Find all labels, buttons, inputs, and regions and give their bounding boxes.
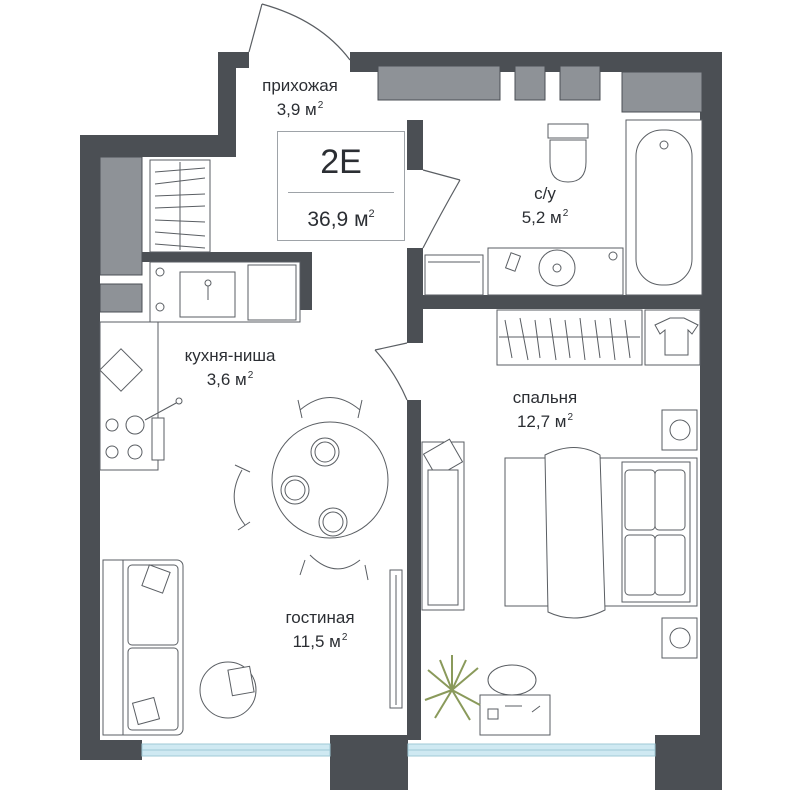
bedroom-furniture [421, 309, 701, 736]
windows [141, 743, 656, 757]
room-area: 11,5 м2 [292, 632, 348, 651]
storage-top-small-1 [514, 65, 546, 101]
dining-set [233, 397, 389, 581]
room-name: кухня-ниша [184, 346, 276, 365]
storage-blocks [99, 65, 703, 313]
storage-top-small-2 [559, 65, 601, 101]
pillar-bottom-mid [330, 735, 408, 790]
wall-hall-left [218, 52, 236, 157]
room-name: прихожая [262, 76, 338, 95]
entry-door [248, 3, 351, 61]
bath-door [422, 169, 461, 249]
dining-table [271, 421, 389, 539]
room-label-bedroom: спальня 12,7 м2 [490, 388, 600, 432]
pillar-bottom-right [655, 735, 722, 790]
room-area: 12,7 м2 [516, 412, 574, 431]
wall-bath-bottom [407, 295, 702, 309]
kitchen-units [99, 261, 301, 471]
wall-left [80, 135, 100, 760]
wall-hall-top-left [80, 135, 235, 157]
wall-top-stub [235, 52, 249, 68]
room-area: 3,9 м2 [276, 100, 324, 119]
wall-kitchen-top [100, 252, 312, 262]
wall-right [700, 52, 722, 760]
bathroom-fixtures [424, 119, 703, 296]
apartment-tag: 2E 36,9 м2 [277, 131, 405, 241]
room-label-hall: прихожая 3,9 м2 [245, 76, 355, 120]
storage-left-1 [99, 156, 143, 276]
wall-bath-left [407, 120, 423, 170]
tag-divider [288, 192, 394, 193]
interior-walls [100, 120, 702, 740]
wall-kitchen-side [300, 252, 312, 310]
room-label-bathroom: с/у 5,2 м2 [500, 184, 590, 228]
room-label-kitchen: кухня-ниша 3,6 м2 [168, 346, 292, 390]
storage-bath-top [621, 71, 703, 113]
bedroom-door [374, 342, 408, 401]
room-name: гостиная [285, 608, 355, 627]
kitchen-counter-left [99, 321, 159, 471]
room-name: с/у [534, 184, 556, 203]
living-furniture [102, 559, 403, 736]
apartment-area: 36,9 м2 [307, 208, 375, 231]
hall-wardrobe [149, 159, 211, 253]
storage-hall-top [377, 65, 501, 101]
wall-bottom-left [80, 740, 142, 760]
room-area: 3,6 м2 [206, 370, 254, 389]
room-label-living: гостиная 11,5 м2 [265, 608, 375, 652]
plant [424, 655, 481, 721]
washing-machine [424, 254, 484, 296]
doors [248, 3, 461, 401]
toilet-tank [547, 123, 589, 139]
room-name: спальня [512, 388, 578, 407]
storage-left-2 [99, 283, 143, 313]
room-area: 5,2 м2 [521, 208, 569, 227]
wall-bedroom-left [407, 400, 421, 740]
toilet-bowl [549, 139, 587, 183]
apartment-code: 2E [320, 143, 362, 181]
